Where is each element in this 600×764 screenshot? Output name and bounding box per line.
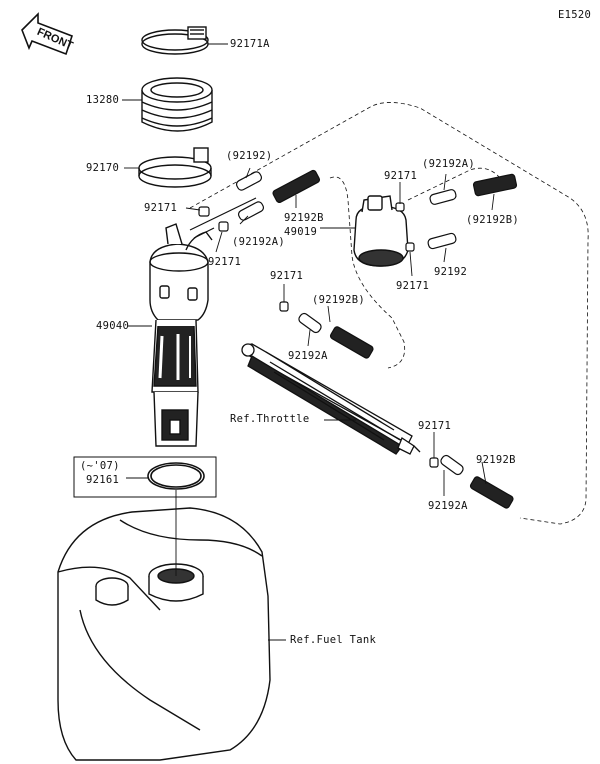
label-clip-throttle-top: 92171 [270,270,304,282]
hose-clamp-top-icon [141,26,209,55]
clip-left-icon [198,206,229,232]
routing-outline [189,102,589,525]
label-hose-throttle-a: 92192A [288,350,328,362]
label-ref-throttle: Ref.Throttle [230,413,310,425]
label-hose-filter-bottom: 92192 [434,266,468,278]
spring-92192b-left-icon [272,169,321,203]
label-spring-left: 92192B [284,212,324,224]
spring-92192b-filter-icon [472,173,518,197]
year-note-box [73,456,217,498]
throttle-springs-icon [329,326,514,509]
label-clamp-lower: 92170 [86,162,120,174]
leader-lines [122,43,495,641]
hose-92192-left-icon [235,171,265,221]
label-year-note: (~'07) [80,460,120,472]
throttle-hoses-icon [279,301,464,476]
label-gasket: 92161 [86,474,120,486]
label-filter: 49019 [284,226,318,238]
label-hose-throttle-end-a: 92192A [428,500,468,512]
label-clip-filter-top: 92171 [384,170,418,182]
label-clip-throttle-end: 92171 [418,420,452,432]
fuel-pump-icon [149,223,213,447]
label-clip-left: 92171 [144,202,178,214]
label-spring-filter-paren-b: (92192B) [466,214,519,226]
label-pump: 49040 [96,320,130,332]
fuel-tank-icon [57,507,271,761]
figure-code: E1520 [558,9,592,21]
label-hose-filter-paren-a: (92192A) [422,158,475,170]
hose-clamp-lower-icon [138,147,212,188]
label-clip-pump-side: 92171 [208,256,242,268]
label-hose-92192-paren: (92192) [226,150,273,162]
front-arrow-icon: FRONT [21,12,75,56]
label-ref-fuel-tank: Ref.Fuel Tank [290,634,377,646]
rubber-boot-icon [141,77,213,132]
label-clamp-top: 92171A [230,38,270,50]
label-clip-filter-bottom: 92171 [396,280,430,292]
throttle-body-icon [241,343,421,455]
label-hose-left-paren-a: (92192A) [232,236,285,248]
pump-outlet-pipe [189,197,257,239]
label-boot: 13280 [86,94,120,106]
gasket-icon [147,462,205,490]
label-spring-throttle-paren-b: (92192B) [312,294,365,306]
filter-hoses-icon [395,189,457,252]
label-spring-throttle-end: 92192B [476,454,516,466]
